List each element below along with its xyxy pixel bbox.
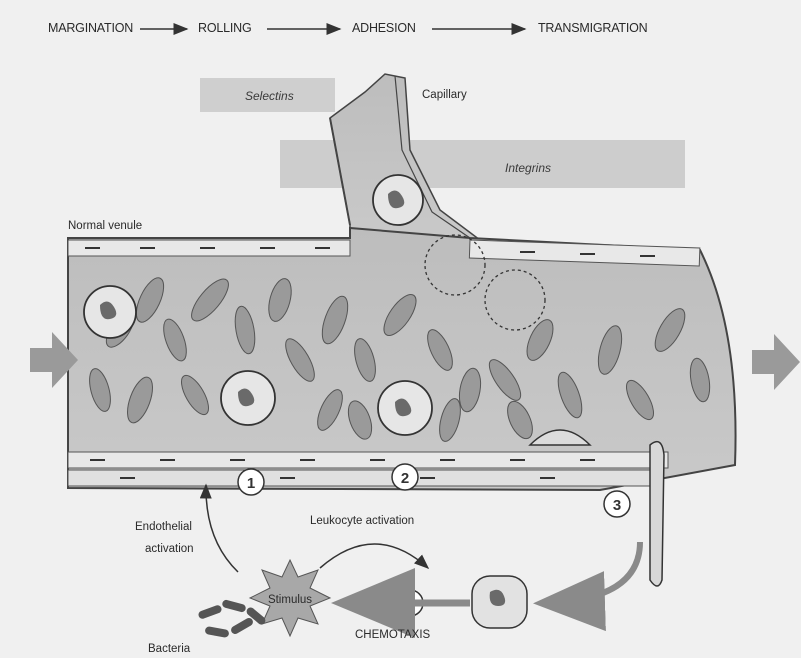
endothelial-activation-label-1: Endothelial [135, 521, 192, 533]
svg-text:2: 2 [401, 470, 409, 487]
step-margination-label: MARGINATION [48, 21, 133, 35]
capillary-label: Capillary [422, 89, 467, 101]
integrins-label: Integrins [505, 161, 551, 175]
step-2-marker: 2 [392, 464, 418, 490]
venule-label: Normal venule [68, 220, 142, 232]
transmigrating-leukocyte [650, 442, 664, 586]
leukocyte-activation-label: Leukocyte activation [310, 515, 414, 527]
bacteria-label: Bacteria [148, 643, 191, 655]
step-transmigration-label: TRANSMIGRATION [538, 21, 648, 35]
step-rolling-label: ROLLING [198, 21, 251, 35]
venule-lumen [68, 228, 736, 490]
endothelial-activation-label-2: activation [145, 543, 194, 555]
stimulus-label: Stimulus [268, 594, 312, 606]
chemotaxis-label: CHEMOTAXIS [355, 629, 431, 641]
svg-text:3: 3 [613, 497, 621, 514]
step-3-marker: 3 [604, 491, 630, 517]
step-adhesion-label: ADHESION [352, 21, 416, 35]
selectins-label: Selectins [245, 89, 294, 103]
step-1-marker: 1 [238, 469, 264, 495]
svg-text:1: 1 [247, 475, 255, 492]
